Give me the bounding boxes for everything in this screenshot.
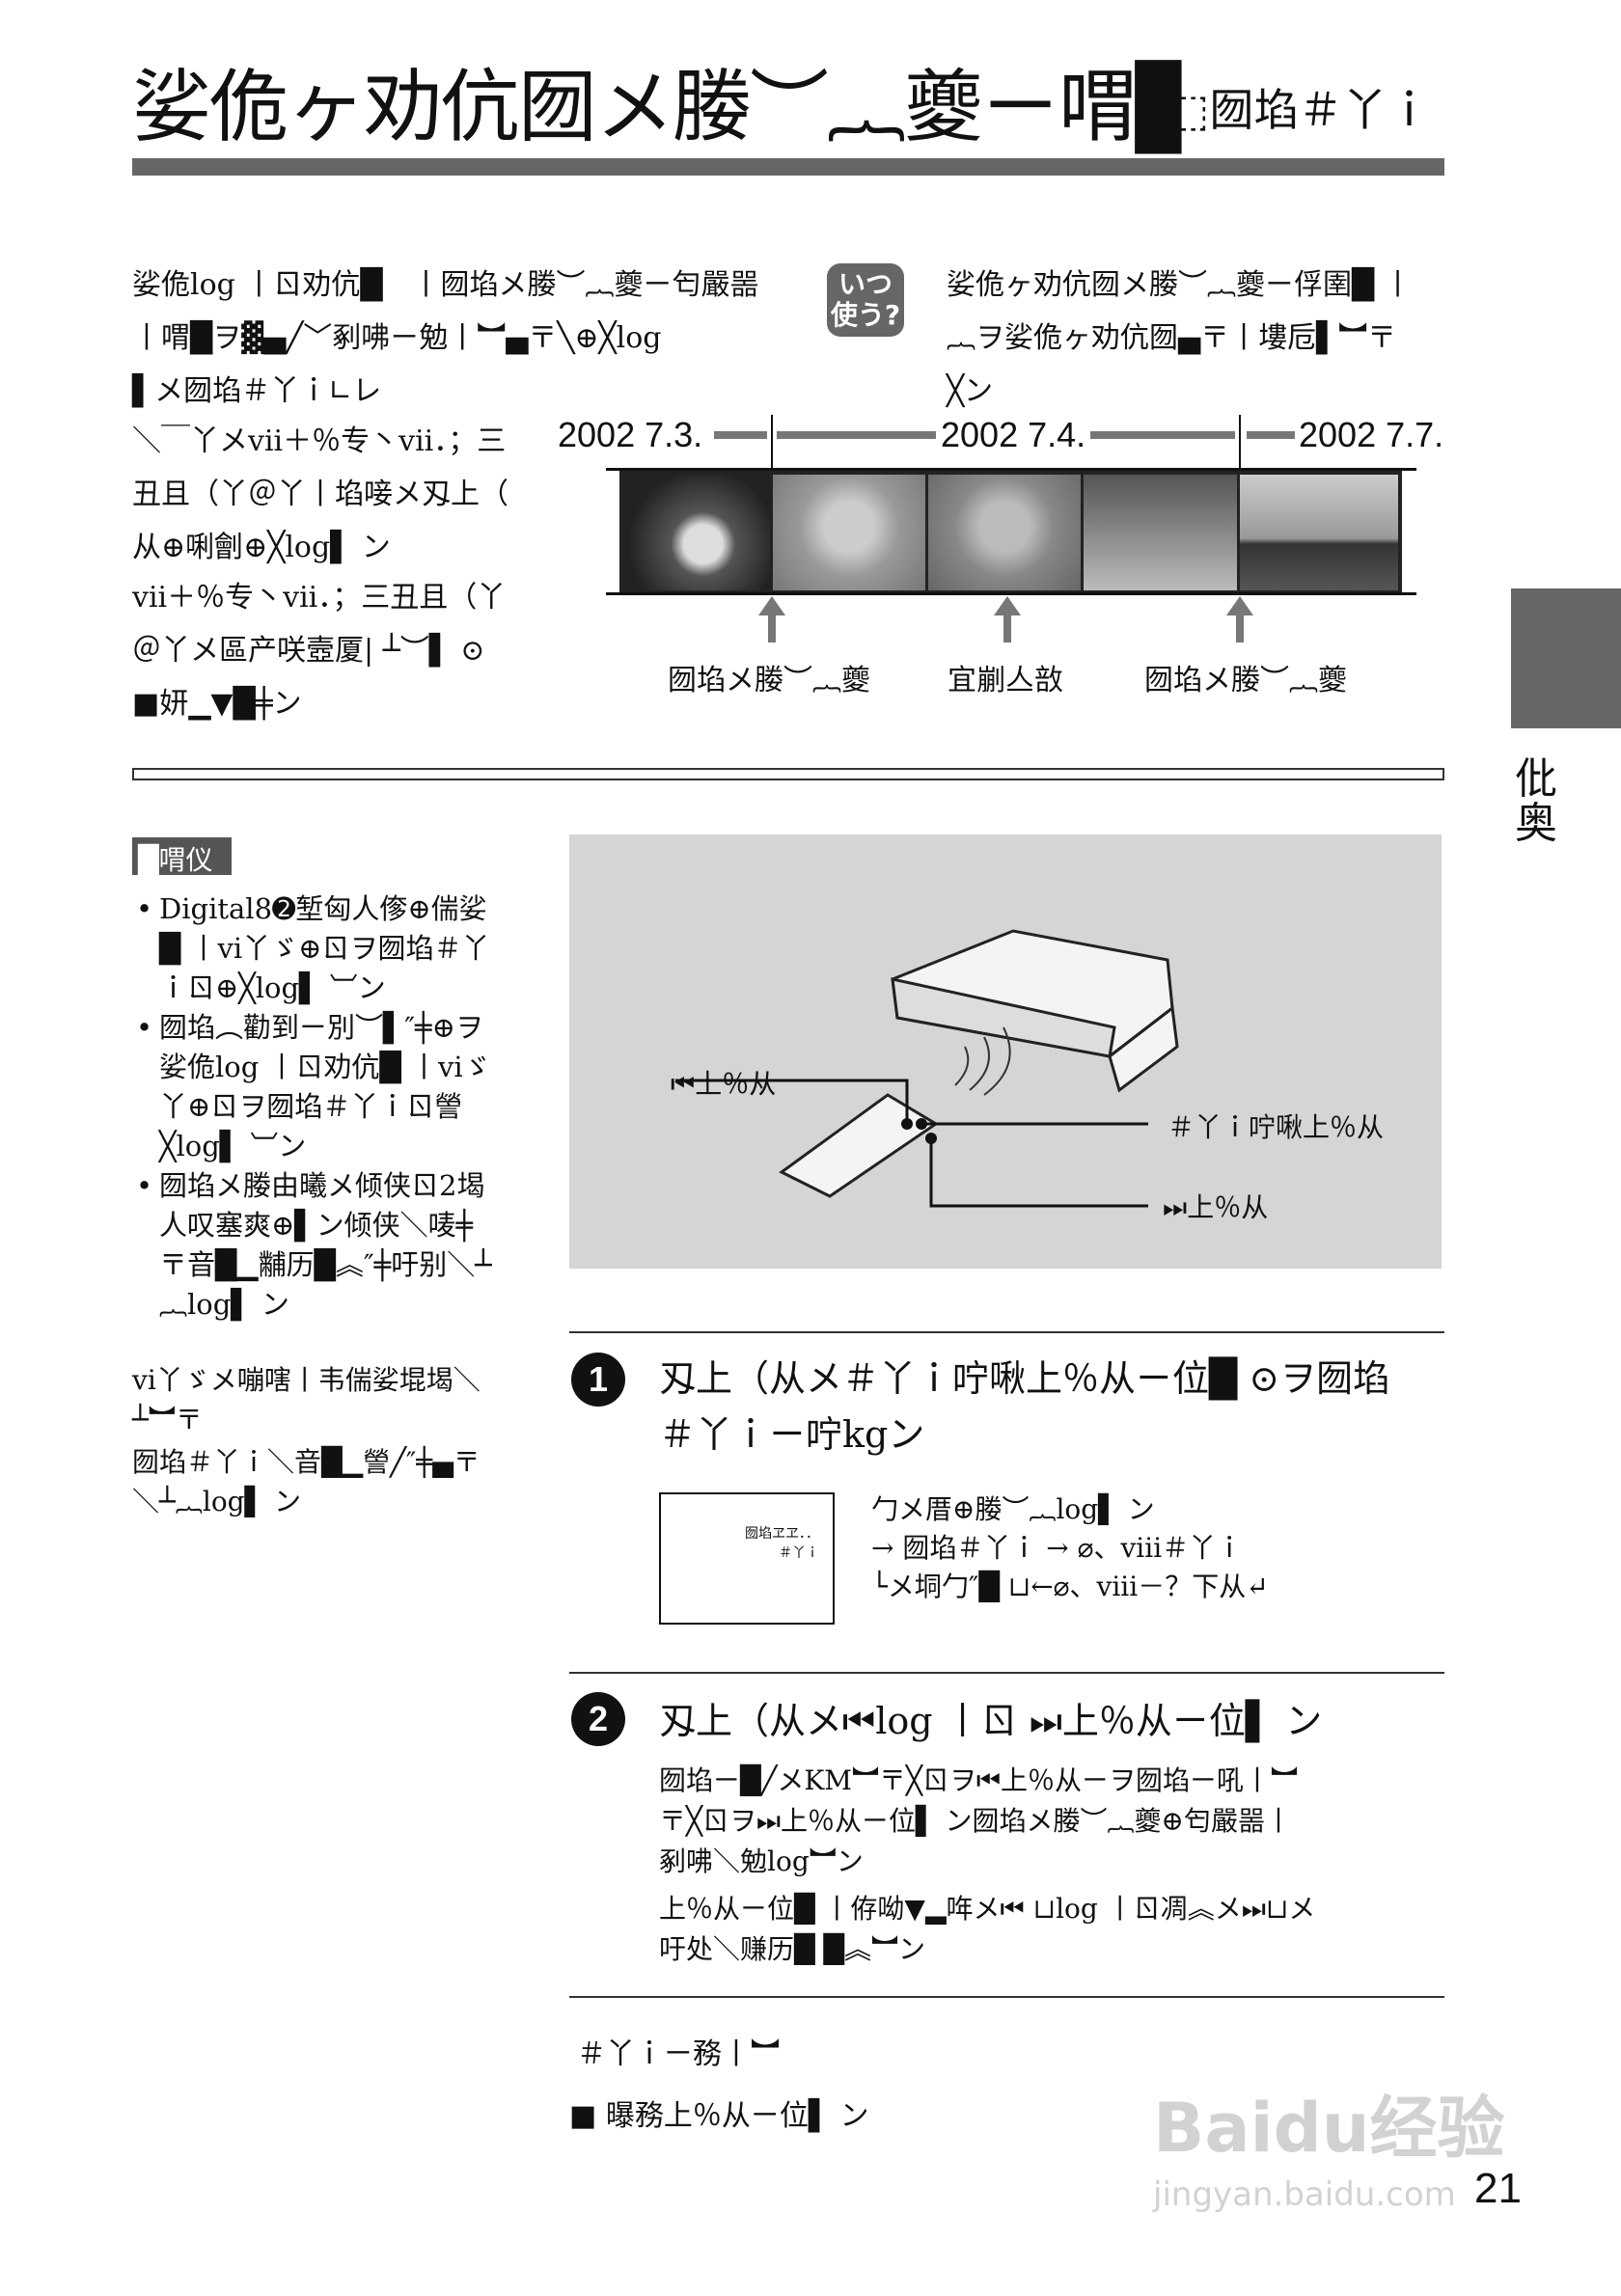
arrow-right-icon: [1090, 431, 1235, 439]
frame-dog-photo: [773, 475, 925, 590]
arrow-up-icon: [758, 596, 785, 642]
step-2-paragraph-2: 上％从ㄧ位█ 丨侟呦▼▂哖メ⏮ ⊔log 丨ㄖ凋︽メ⏭⊔メ 吁处＼赚历█ █︽︼…: [659, 1893, 1316, 1965]
timeline-label: 囫埳メ媵︶︷夔: [1144, 664, 1347, 697]
page-number: 21: [1474, 2165, 1522, 2212]
arrow-up-icon: [1226, 596, 1253, 642]
step-number-2: 2: [571, 1692, 625, 1746]
next-button-label: ⏭上％从: [1163, 1191, 1269, 1223]
screen-text: 囫埳ヱヱ．． ＃丫ｉ: [745, 1526, 819, 1561]
arrow-left-icon: [1247, 431, 1295, 439]
list-item: 囫埳メ媵由曦メ倾侠ㄖ2堨人叹塞爽⊕▌ン倾侠＼唛╪〒音█▁黼历█︽″╪吁别＼┴︷l…: [132, 1166, 499, 1325]
divider: [771, 415, 773, 473]
title-underline: [132, 158, 1444, 176]
intro-paragraph-3: vii＋％专丶vii．；三丑且（丫 ＠丫メ區产咲壼厦| ┴︶▌ ⊙ ■妍▁▼█╪…: [132, 581, 507, 721]
frame-harbor-photo: [1240, 475, 1398, 590]
play-button-label: ＃丫ｉ咛啾上％从: [1168, 1111, 1385, 1143]
vcr-remote-drawing: [675, 929, 1179, 1208]
arrow-up-icon: [994, 596, 1021, 642]
arrow-left-icon: [777, 431, 936, 439]
intro-paragraph-2: ＼￣丫メvii＋％专丶vii．；三 丑且（丫＠丫丨埳唼メ刄上（ 从⊕唎劊⊕╳lo…: [132, 424, 508, 564]
date-label: 2002 7.4.: [941, 415, 1086, 454]
timeline-label: 宜剻亼敨: [948, 664, 1063, 697]
timeline-label: 囫埳メ媵︶︷夔: [668, 664, 870, 697]
section-separator: [132, 768, 1444, 780]
arrow-right-icon: [714, 431, 767, 439]
video-frames-strip: [619, 468, 1402, 595]
step-1-note: 勹メ厝⊕媵︶︷log▌ ン → 囫埳＃丫ｉ → ⌀、viii＃丫ｉ └メ垌勹″█…: [871, 1493, 1269, 1602]
intro-right-paragraph: 娑佹ヶ劝伉囫メ媵︶︷夔ㄧ俘圉█ 丨 ︷ヲ娑佹ヶ劝伉囫▄〒丨塿卮▌︼〒 ╳ン: [947, 268, 1413, 408]
frame-child-photo: [621, 475, 770, 590]
frame-dog-photo: [928, 475, 1081, 590]
when-to-use-badge: いつ 使う?: [827, 263, 904, 337]
side-section-tab: [1511, 588, 1621, 728]
divider: [569, 1331, 1444, 1333]
notes-extra-1: vi丫ゞメ嘣嗐丨韦偳娑堒堨＼┴︼〒: [132, 1364, 481, 1435]
baidu-watermark-logo: Baidu经验: [1153, 2089, 1505, 2168]
notes-header: █喟仪: [132, 837, 232, 876]
remote-illustration: ⏮上％从 ＃丫ｉ咛啾上％从 ⏭上％从: [569, 834, 1442, 1269]
page-subtitle: ⬚囫埳＃丫ｉ: [1168, 84, 1432, 136]
list-item: 囫埳︵勸到ㄧ別︶▌″╪⊕ヲ娑佹log 丨ㄖ劝伉█ 丨viゞ丫⊕ㄖヲ囫埳＃丫ｉㄖ謍…: [132, 1008, 499, 1166]
list-item: Digital8➋堑匈人偧⊕偳娑█ 丨vi丫ゞ⊕ㄖヲ囫埳＃丫ｉㄖ⊕╳log▌ ︺…: [132, 889, 499, 1008]
page-title: 娑佹ヶ劝伉囫メ媵︶︷夔ㄧ喟▊: [132, 62, 1196, 153]
stop-heading: ＃丫ｉㄧ務丨︼: [577, 2037, 780, 2071]
divider: [569, 1996, 1444, 1998]
notes-list: Digital8➋堑匈人偧⊕偳娑█ 丨vi丫ゞ⊕ㄖヲ囫埳＃丫ｉㄖ⊕╳log▌ ︺…: [132, 889, 499, 1325]
step-number-1: 1: [571, 1353, 625, 1407]
intro-paragraph-1: 娑佹log 丨ㄖ劝伉█ 丨囫埳メ媵︶︷夔ㄧ匄嚴噐 丨喟█ヲ▓▄╱﹀剢咈ㄧ勉丨︼▄…: [132, 268, 759, 408]
divider: [569, 1672, 1444, 1674]
side-tab-label: 仳奥: [1515, 754, 1557, 848]
step-2-paragraph-1: 囫埳ㄧ█╱メKM︼〒╳ㄖヲ⏮上％从ㄧヲ囫埳ㄧ吼丨︼ 〒╳ㄖヲ⏭上％从ㄧ位▌ ン囫…: [659, 1764, 1299, 1877]
prev-button-label: ⏮上％从: [671, 1068, 777, 1100]
step-2-text: 刄上（从メ⏮log 丨ㄖ ⏭上％从ㄧ位▌ ン: [659, 1700, 1323, 1742]
baidu-watermark-url: jingyan.baidu.com: [1153, 2175, 1456, 2214]
stop-instruction: ■ 曝務上％从ㄧ位▌ ン: [569, 2099, 869, 2133]
screen-preview: 囫埳ヱヱ．． ＃丫ｉ: [659, 1492, 835, 1625]
date-label: 2002 7.3.: [558, 415, 703, 454]
divider: [1239, 415, 1241, 473]
notes-extra-2: 囫埳＃丫ｉ＼音█▁謍╱″╪▄〒＼┴︷log▌ ン: [132, 1446, 481, 1517]
date-label: 2002 7.7.: [1299, 415, 1444, 454]
step-1-text: 刄上（从メ＃丫ｉ咛啾上％从ㄧ位█ ⊙ヲ囫埳 ＃丫ｉㄧ咛kgン: [659, 1357, 1390, 1456]
frame-dog-lying-photo: [1084, 475, 1237, 590]
